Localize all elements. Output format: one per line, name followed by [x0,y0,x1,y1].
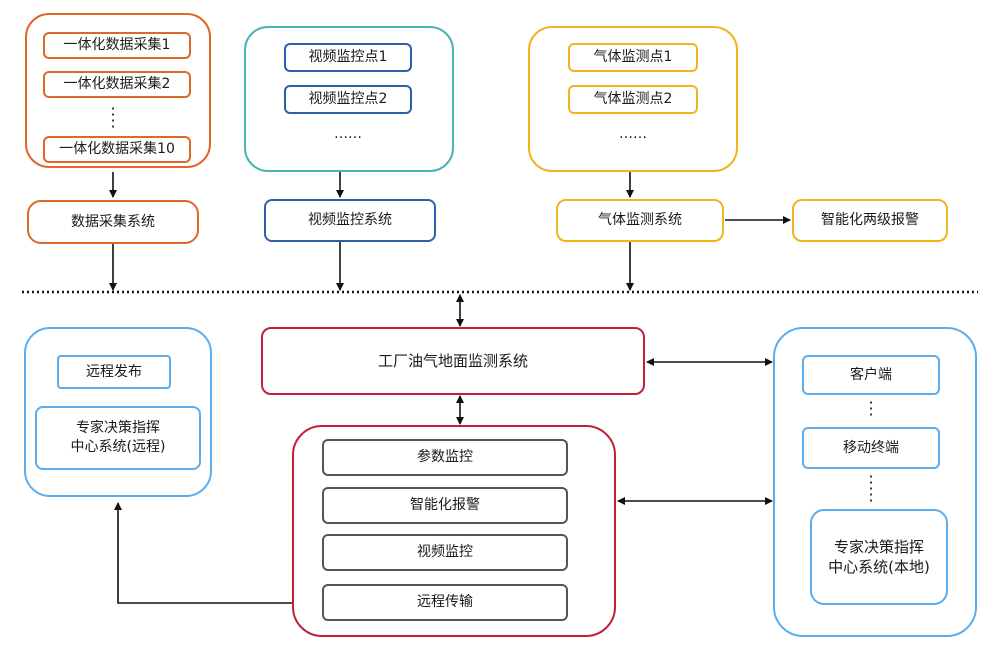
data-collection-item-10: 一体化数据采集10 [43,136,191,163]
arrow-transmission-remote [114,502,322,604]
gas-point-1: 气体监测点1 [568,43,698,72]
gas-point-2: 气体监测点2 [568,85,698,114]
data-collection-item-2: 一体化数据采集2 [43,71,191,98]
function-remote-transmission: 远程传输 [322,584,568,621]
gas-ellipsis: …… [619,126,647,142]
data-collection-item-1: 一体化数据采集1 [43,32,191,59]
remote-publish: 远程发布 [57,355,171,389]
local-dots-2: ····· [868,467,874,510]
local-client: 客户端 [802,355,940,395]
local-mobile-terminal: 移动终端 [802,427,940,469]
local-expert-line1: 专家决策指挥 [833,537,924,556]
video-system: 视频监控系统 [264,199,436,242]
gas-system: 气体监测系统 [556,199,724,242]
data-collection-system: 数据采集系统 [27,200,199,244]
local-expert-center: 专家决策指挥 中心系统(本地) [810,509,948,605]
gas-group [528,26,738,172]
video-ellipsis: …… [334,126,362,142]
video-point-1: 视频监控点1 [284,43,412,72]
local-expert-line2: 中心系统(本地) [828,558,930,576]
function-parameter-monitoring: 参数监控 [322,439,568,476]
remote-expert-line2: 中心系统(远程) [70,439,166,455]
local-dots-1: ··· [868,393,874,424]
smart-two-level-alarm: 智能化两级报警 [792,199,948,242]
factory-monitoring-system: 工厂油气地面监测系统 [261,327,645,395]
function-smart-alarm: 智能化报警 [322,487,568,524]
video-point-2: 视频监控点2 [284,85,412,114]
remote-expert-center: 专家决策指挥 中心系统(远程) [35,406,201,470]
function-video-monitoring: 视频监控 [322,534,568,571]
data-collection-dots: ···· [110,99,116,136]
remote-expert-line1: 专家决策指挥 [76,420,160,437]
